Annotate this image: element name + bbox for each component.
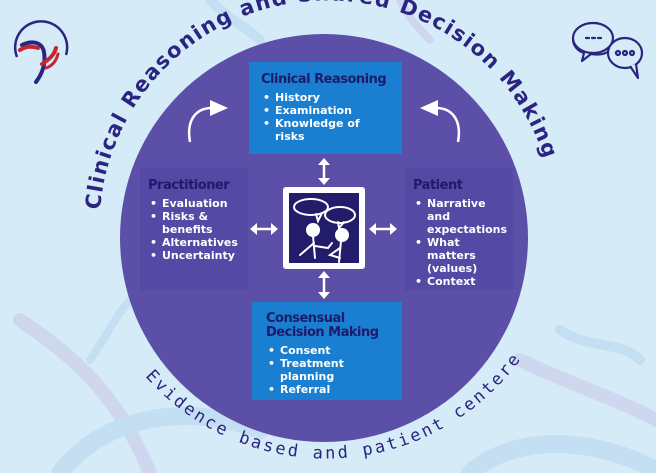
box-list: Evaluation Risks & benefits Alternatives… xyxy=(148,197,240,262)
box-list: Narrative and expectations What matters … xyxy=(413,197,507,288)
box-title: Consensual Decision Making xyxy=(266,311,379,340)
double-arrow-icon xyxy=(318,271,330,299)
list-item: Consent xyxy=(266,344,388,357)
consensual-decision-box: Consensual Decision Making Consent Treat… xyxy=(252,302,402,400)
list-item: Referral xyxy=(266,383,388,396)
double-arrow-icon xyxy=(250,223,278,235)
logo-icon xyxy=(13,20,69,84)
box-list: History Examination Knowledge of risks xyxy=(261,91,390,143)
list-item: Examination xyxy=(261,104,390,117)
double-arrow-icon xyxy=(369,223,397,235)
two-people-conversation-icon xyxy=(283,187,365,269)
box-title: Patient xyxy=(413,178,463,193)
box-title: Practitioner xyxy=(148,178,230,193)
clinical-reasoning-box: Clinical Reasoning History Examination K… xyxy=(249,62,402,154)
double-arrow-icon xyxy=(318,158,330,185)
curved-arrow-right-icon xyxy=(187,100,228,143)
list-item: Narrative and expectations xyxy=(413,197,507,236)
list-item: Uncertainty xyxy=(148,249,240,262)
list-item: Knowledge of risks xyxy=(261,117,390,143)
list-item: Alternatives xyxy=(148,236,240,249)
list-item: Evaluation xyxy=(148,197,240,210)
list-item: Treatment planning xyxy=(266,357,388,383)
list-item: Context xyxy=(413,275,505,288)
background-decoration xyxy=(13,0,656,473)
list-item: History xyxy=(261,91,390,104)
list-item: What matters (values) xyxy=(413,236,505,275)
chat-bubbles-icon xyxy=(571,21,644,80)
practitioner-box: Practitioner Evaluation Risks & benefits… xyxy=(140,168,248,290)
list-item: Risks & benefits xyxy=(148,210,240,236)
patient-box: Patient Narrative and expectations What … xyxy=(405,168,513,290)
curved-arrow-left-icon xyxy=(420,100,461,143)
box-title: Clinical Reasoning xyxy=(261,72,387,87)
box-list: Consent Treatment planning Referral xyxy=(266,344,388,396)
